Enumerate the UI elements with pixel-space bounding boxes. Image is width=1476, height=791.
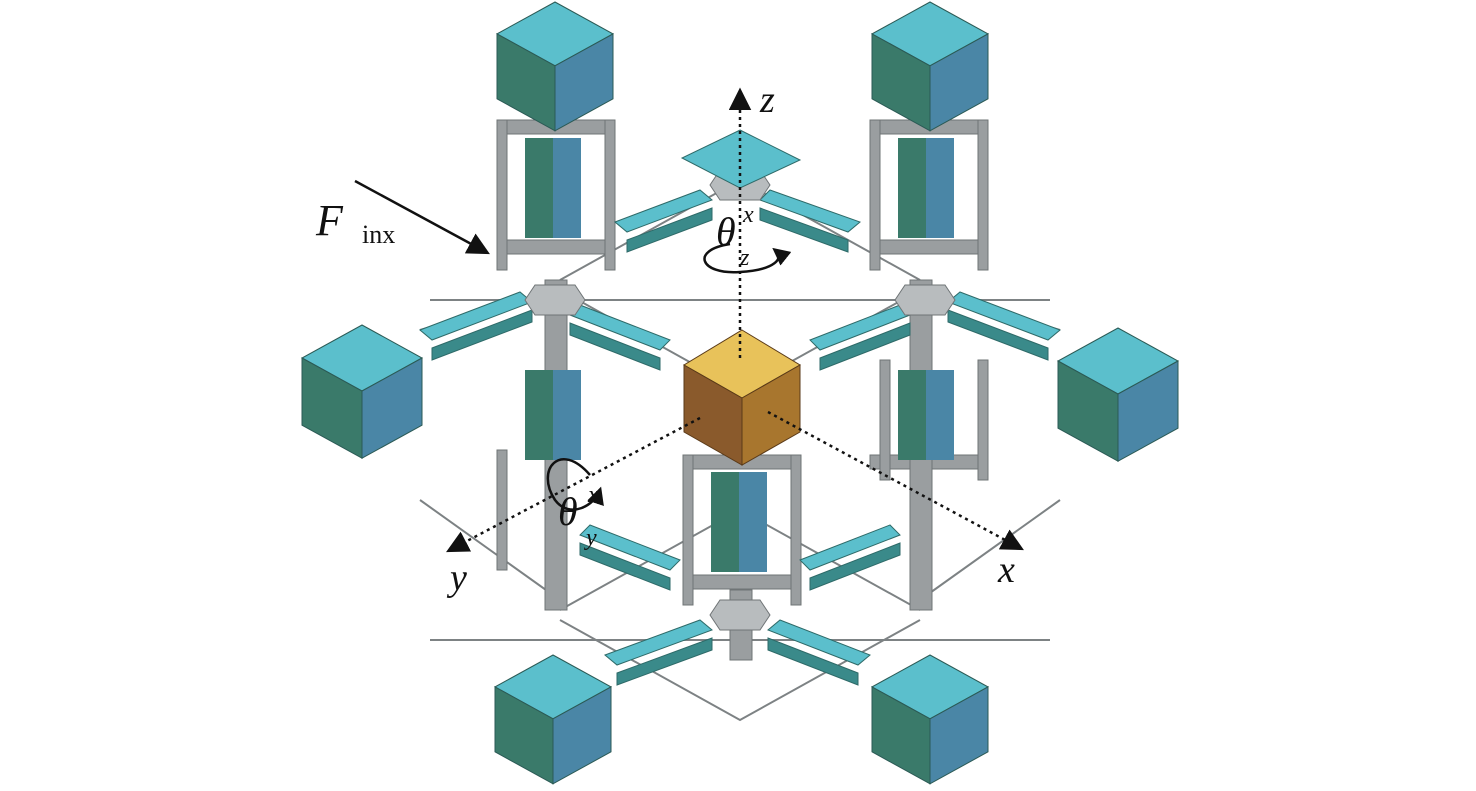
cube-bottom-left [493, 654, 613, 785]
theta-z-label: θ [716, 209, 736, 254]
coordinate-axes [354, 87, 1024, 553]
cube-top-right [870, 1, 990, 132]
mass-cubes [300, 1, 1180, 785]
cube-top-right-right-face [929, 33, 989, 132]
cube-bottom-right-right-face [929, 686, 989, 785]
cube-left-right-face [361, 357, 423, 460]
theta-y-subscript: y [584, 525, 597, 551]
cube-right [1056, 327, 1180, 463]
cube-top-left [495, 1, 615, 132]
center-mass-cube [683, 329, 801, 466]
y-axis-label: y [446, 557, 467, 599]
cube-right-right-face [1117, 360, 1179, 463]
theta-z-superscript: x [742, 202, 754, 228]
vertical-actuators [525, 138, 954, 572]
x-axis-label: x [997, 549, 1015, 591]
cube-left [300, 324, 424, 460]
y-axis-line [446, 416, 701, 553]
theta-z-subscript: z [739, 245, 750, 271]
diagonal-actuators [419, 189, 1061, 686]
force-label: F [315, 196, 344, 245]
theta-y-superscript: x [587, 482, 599, 508]
force-subscript: inx [362, 220, 395, 249]
rotation-z-curved-arrow-icon [703, 242, 792, 274]
cube-bottom-right [870, 654, 990, 785]
x-axis-line [767, 410, 1024, 551]
theta-y-label: θ [558, 489, 578, 534]
rotation-y-curved-arrow-icon [546, 458, 604, 511]
force-arrow-icon [354, 179, 490, 255]
cube-top-left-right-face [554, 33, 614, 132]
center-cube-right-face [741, 364, 801, 466]
cube-bottom-left-right-face [552, 686, 612, 785]
z-axis-label: z [759, 79, 775, 121]
